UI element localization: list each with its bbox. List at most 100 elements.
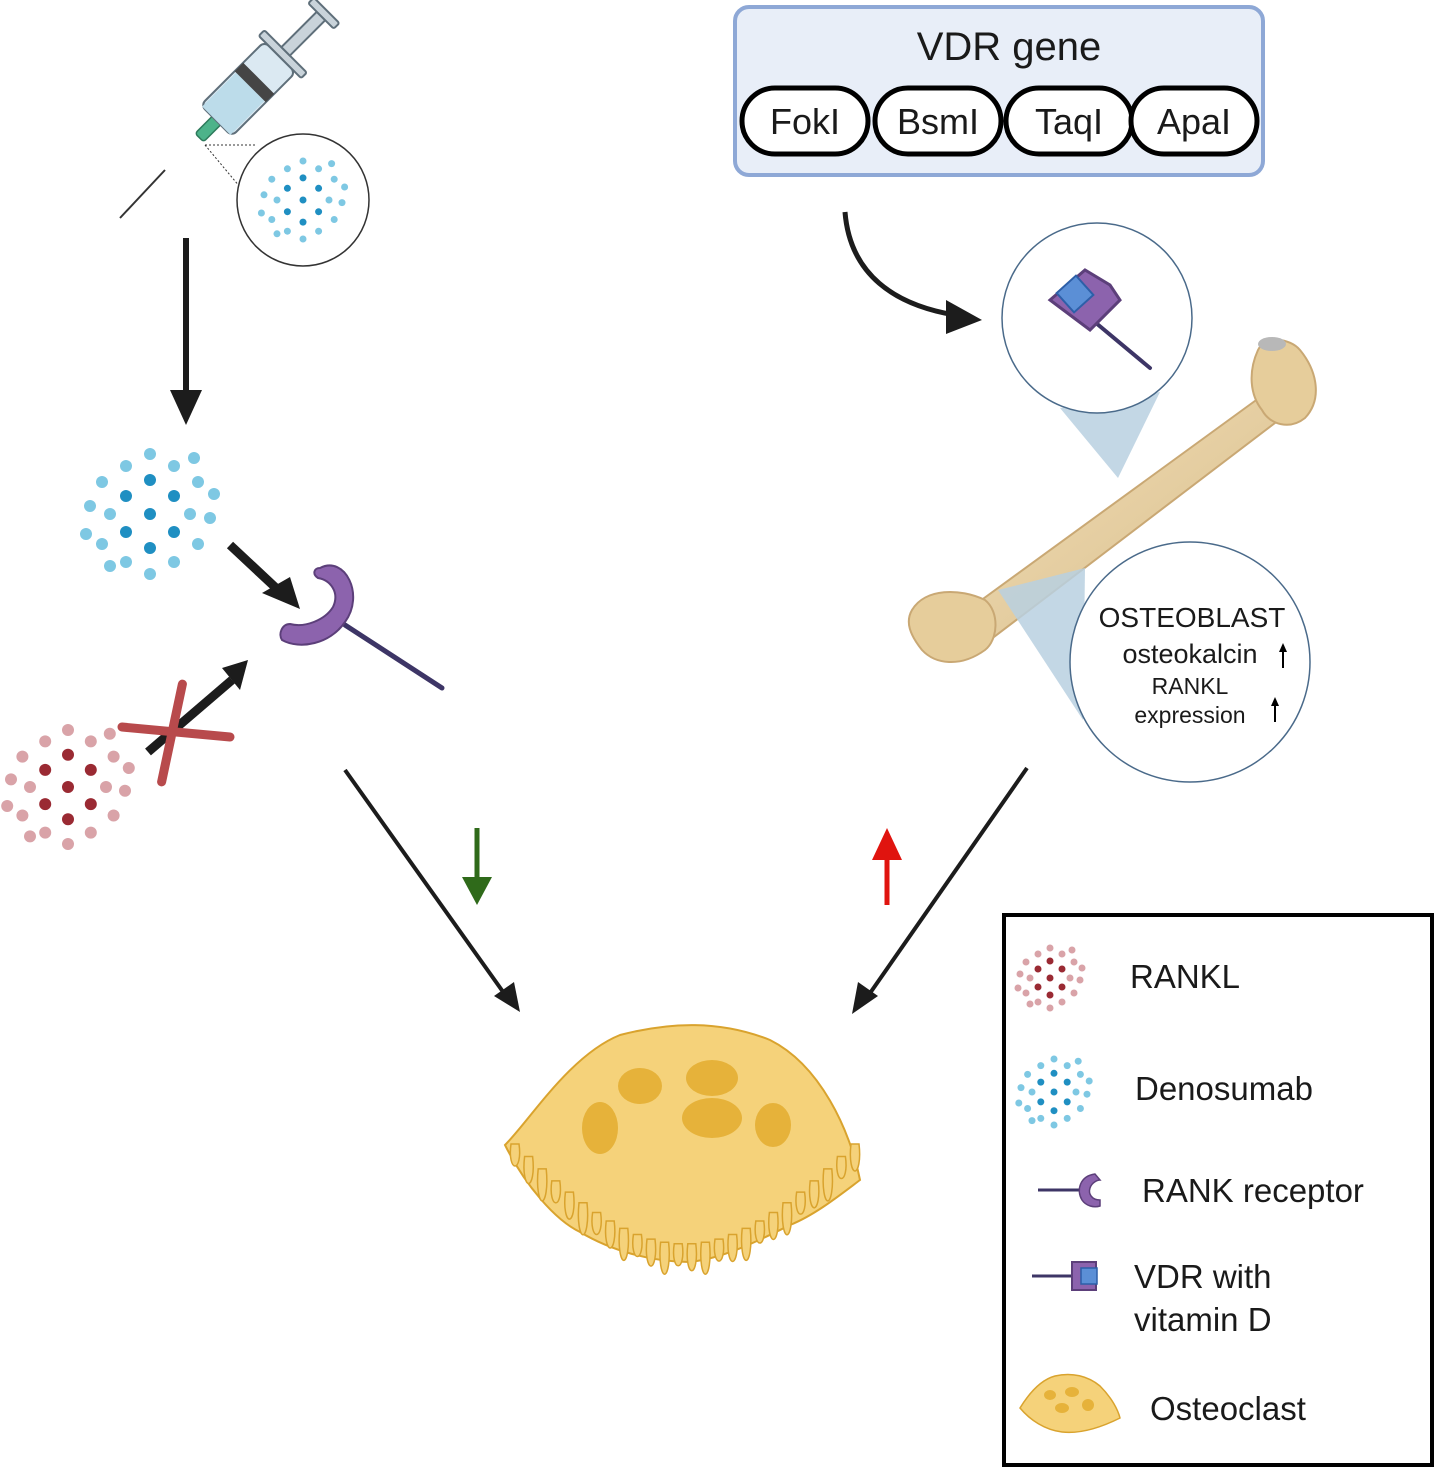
particle-dot	[1046, 957, 1054, 965]
particle-dot	[120, 556, 132, 568]
rank-receptor-icon	[279, 564, 445, 691]
ruffle-finger	[849, 1143, 861, 1172]
nucleus	[682, 1098, 742, 1138]
particle-dot	[62, 781, 74, 793]
legend-label-vdr-line1: VDR with	[1134, 1258, 1272, 1295]
ruffle-finger	[645, 1238, 657, 1267]
legend-label-vdr-line2: vitamin D	[1134, 1301, 1272, 1338]
particle-dot	[84, 763, 97, 776]
up-arrow-icon	[1271, 697, 1279, 722]
particle-dot	[338, 199, 346, 207]
particle-dot	[120, 490, 132, 502]
legend-label-denosumab: Denosumab	[1135, 1070, 1313, 1107]
particle-dot	[315, 165, 323, 173]
ruffle-finger	[795, 1191, 806, 1215]
particle-dot	[144, 448, 156, 460]
vdr-inset-circle	[1001, 222, 1193, 414]
ruffle-finger	[700, 1241, 711, 1275]
particle-dot	[1068, 946, 1076, 954]
particle-dot	[1078, 964, 1086, 972]
ruffle-finger	[768, 1211, 779, 1241]
nucleus	[582, 1102, 618, 1154]
vdr-vitamin-d-icon	[1032, 1261, 1098, 1291]
particle-dot	[1085, 1077, 1093, 1085]
particle-dot	[1063, 1114, 1071, 1122]
particle-dot	[299, 196, 307, 204]
particle-dot	[168, 490, 180, 502]
particle-dot	[283, 184, 291, 192]
legend-label-rank-receptor: RANK receptor	[1142, 1172, 1364, 1209]
particle-dot	[1058, 965, 1066, 973]
particle-dot	[122, 762, 135, 774]
particle-dot	[1076, 1105, 1084, 1112]
rank-receptor-icon	[1038, 1173, 1102, 1208]
ruffle-finger	[564, 1191, 575, 1220]
particle-dot	[84, 735, 97, 748]
particle-dot	[208, 488, 220, 500]
nucleus	[755, 1103, 791, 1147]
particle-dot	[5, 773, 17, 786]
particle-dot	[1058, 950, 1066, 958]
polymorphism-fokl: FokI	[739, 85, 871, 157]
rankl-dots-icon	[1014, 944, 1086, 1012]
svg-text:ApaI: ApaI	[1157, 101, 1231, 142]
particle-dot	[107, 809, 120, 822]
particle-dot	[325, 196, 333, 204]
nucleus	[618, 1068, 662, 1104]
polymorphism-apal: ApaI	[1128, 85, 1260, 157]
particle-dot	[1058, 983, 1066, 991]
particle-dot	[96, 538, 108, 550]
ruffle-finger	[727, 1233, 738, 1263]
particle-dot	[1028, 1117, 1036, 1125]
arrow-syringe-to-denosumab	[170, 238, 202, 425]
particle-dot	[144, 508, 156, 520]
particle-dot	[39, 763, 52, 776]
particle-dot	[1022, 989, 1030, 997]
particle-dot	[1014, 984, 1022, 992]
arrow-rankl-to-receptor-blocked	[145, 660, 248, 756]
particle-dot	[107, 750, 120, 763]
particle-dot	[39, 826, 52, 839]
svg-text:FokI: FokI	[770, 101, 840, 142]
particle-dot	[315, 208, 323, 216]
particle-dot	[1083, 1090, 1091, 1098]
particle-dot	[299, 157, 307, 165]
particle-dot	[1037, 1114, 1045, 1122]
arrow-receptor-to-osteoclast	[343, 768, 520, 1012]
expression-label: expression	[1134, 702, 1245, 728]
particle-dot	[1050, 1088, 1058, 1096]
particle-dot	[1034, 998, 1042, 1006]
decrease-arrow-icon	[462, 828, 492, 905]
particle-dot	[84, 500, 96, 512]
particle-dot	[204, 512, 216, 524]
ruffle-finger	[577, 1202, 589, 1236]
particle-dot	[1034, 983, 1042, 991]
particle-dot	[104, 560, 116, 572]
particle-dot	[168, 556, 180, 568]
vdr-gene-title: VDR gene	[917, 25, 1102, 69]
particle-dot	[273, 196, 281, 204]
denosumab-cluster	[80, 448, 220, 580]
particle-dot	[1063, 1078, 1071, 1086]
particle-dot	[184, 508, 196, 520]
arrow-denosumab-to-receptor	[226, 541, 300, 609]
particle-dot	[1058, 998, 1066, 1006]
particle-dot	[84, 798, 97, 811]
particle-dot	[104, 508, 116, 520]
particle-dot	[1, 800, 14, 812]
vdr-gene-box: VDR gene FokI BsmI TaqI ApaI	[733, 5, 1265, 177]
ruffle-finger	[781, 1202, 793, 1236]
vdr-vitamin-d-icon	[1047, 268, 1152, 370]
polymorphism-taql: TaqI	[1003, 85, 1135, 157]
particle-dot	[1017, 1084, 1025, 1092]
particle-dot	[1046, 1004, 1054, 1012]
particle-dot	[1063, 1062, 1071, 1070]
zoom-cone-vdr	[1060, 392, 1160, 478]
particle-dot	[1050, 1121, 1058, 1129]
particle-dot	[1076, 976, 1084, 984]
denosumab-inset-dots	[257, 157, 349, 243]
ruffle-finger	[822, 1168, 834, 1202]
particle-dot	[268, 216, 276, 223]
particle-dot	[328, 160, 336, 168]
increase-arrow-icon	[872, 828, 902, 905]
